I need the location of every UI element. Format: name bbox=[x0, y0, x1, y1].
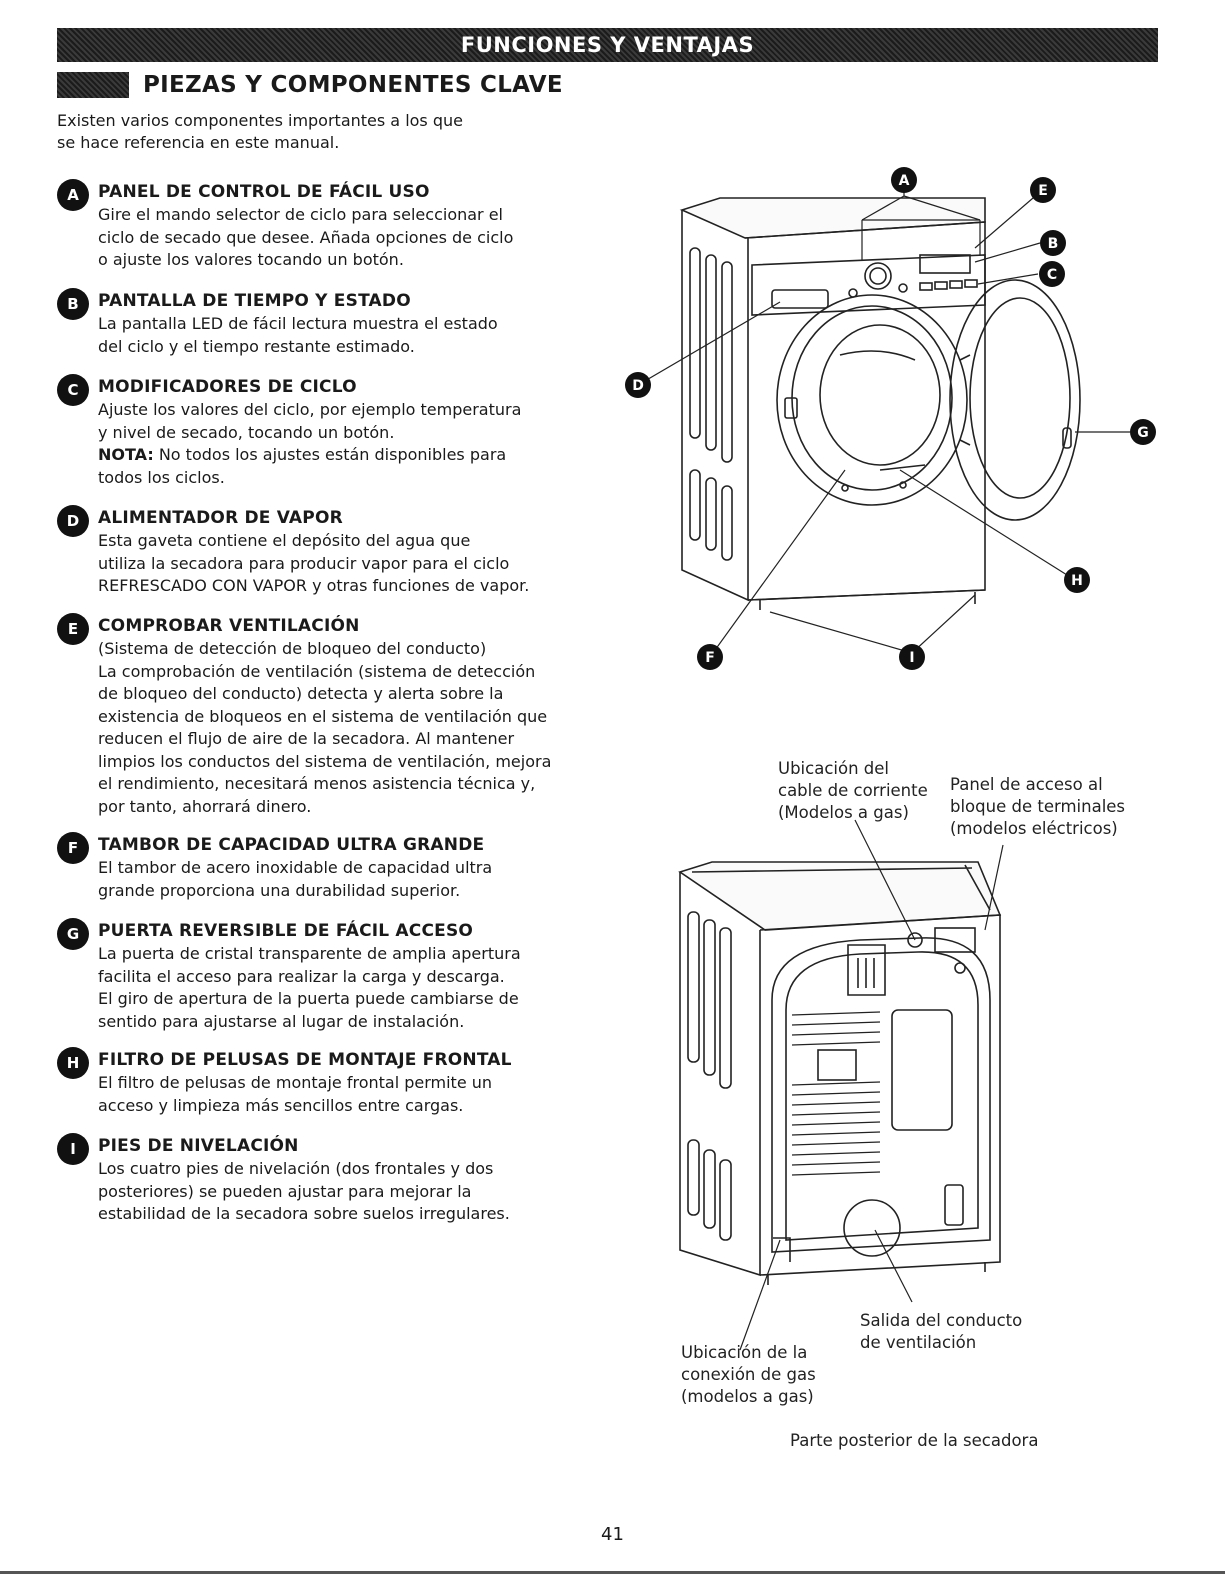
feature-title: TAMBOR DE CAPACIDAD ULTRA GRANDE bbox=[98, 835, 485, 855]
note-label: NOTA: bbox=[98, 445, 154, 464]
feature-title: MODIFICADORES DE CICLO bbox=[98, 377, 357, 397]
callout-i-label-icon: I bbox=[909, 650, 914, 666]
feature-body: Gire el mando selector de ciclo para sel… bbox=[98, 205, 514, 269]
feature-title: COMPROBAR VENTILACIÓN bbox=[98, 616, 360, 636]
feature-title: FILTRO DE PELUSAS DE MONTAJE FRONTAL bbox=[98, 1050, 512, 1070]
terminal-panel-callout: Panel de acceso al bloque de terminales … bbox=[950, 775, 1126, 838]
callout-e-label-icon: E bbox=[1038, 183, 1048, 199]
feature-i: I PIES DE NIVELACIÓN Los cuatro pies de … bbox=[57, 1133, 617, 1226]
callout-g-label-icon: G bbox=[1137, 425, 1149, 441]
feature-body: El filtro de pelusas de montaje frontal … bbox=[98, 1073, 493, 1115]
feature-d: D ALIMENTADOR DE VAPOR Esta gaveta conti… bbox=[57, 505, 617, 598]
bottom-rule bbox=[0, 1571, 1225, 1574]
letter-i-badge-icon: I bbox=[57, 1133, 89, 1165]
feature-b: B PANTALLA DE TIEMPO Y ESTADO La pantall… bbox=[57, 288, 617, 358]
feature-body: La puerta de cristal transparente de amp… bbox=[98, 944, 521, 1031]
feature-a: A PANEL DE CONTROL DE FÁCIL USO Gire el … bbox=[57, 179, 617, 272]
section-title: PIEZAS Y COMPONENTES CLAVE bbox=[143, 72, 563, 98]
rear-view-caption: Parte posterior de la secadora bbox=[790, 1431, 1039, 1450]
feature-title: PIES DE NIVELACIÓN bbox=[98, 1136, 299, 1156]
feature-body: Ajuste los valores del ciclo, por ejempl… bbox=[98, 399, 617, 489]
callout-c-label-icon: C bbox=[1047, 267, 1057, 283]
feature-c: C MODIFICADORES DE CICLO Ajuste los valo… bbox=[57, 374, 617, 489]
feature-e: E COMPROBAR VENTILACIÓN (Sistema de dete… bbox=[57, 613, 617, 818]
exhaust-callout: Salida del conducto de ventilación bbox=[860, 1311, 1023, 1352]
callout-f-label-icon: F bbox=[705, 650, 715, 666]
intro-text: Existen varios componentes importantes a… bbox=[57, 111, 463, 152]
feature-body: (Sistema de detección de bloqueo del con… bbox=[98, 639, 552, 816]
callout-h-label-icon: H bbox=[1071, 573, 1083, 589]
letter-h-badge-icon: H bbox=[57, 1047, 89, 1079]
note-text: No todos los ajustes están disponibles p… bbox=[98, 445, 507, 487]
feature-title: ALIMENTADOR DE VAPOR bbox=[98, 508, 343, 528]
feature-title: PANTALLA DE TIEMPO Y ESTADO bbox=[98, 291, 411, 311]
feature-body: Esta gaveta contiene el depósito del agu… bbox=[98, 531, 530, 595]
feature-g: G PUERTA REVERSIBLE DE FÁCIL ACCESO La p… bbox=[57, 918, 617, 1033]
callout-d-label-icon: D bbox=[632, 378, 644, 394]
page-number: 41 bbox=[601, 1524, 624, 1545]
letter-a-badge-icon: A bbox=[57, 179, 89, 211]
feature-f: F TAMBOR DE CAPACIDAD ULTRA GRANDE El ta… bbox=[57, 832, 617, 902]
feature-h: H FILTRO DE PELUSAS DE MONTAJE FRONTAL E… bbox=[57, 1047, 617, 1117]
letter-b-badge-icon: B bbox=[57, 288, 89, 320]
letter-c-badge-icon: C bbox=[57, 374, 89, 406]
feature-title: PANEL DE CONTROL DE FÁCIL USO bbox=[98, 182, 430, 202]
feature-title: PUERTA REVERSIBLE DE FÁCIL ACCESO bbox=[98, 921, 474, 941]
feature-body: Los cuatro pies de nivelación (dos front… bbox=[98, 1159, 510, 1223]
feature-body: La pantalla LED de fácil lectura muestra… bbox=[98, 314, 498, 356]
power-cord-callout: Ubicación del cable de corriente (Modelo… bbox=[778, 759, 928, 822]
gas-connection-callout: Ubicación de la conexión de gas (modelos… bbox=[681, 1343, 816, 1406]
letter-f-badge-icon: F bbox=[57, 832, 89, 864]
letter-e-badge-icon: E bbox=[57, 613, 89, 645]
callout-a-label-icon: A bbox=[899, 173, 910, 189]
page-banner: FUNCIONES Y VENTAJAS bbox=[57, 28, 1158, 62]
callout-b-label-icon: B bbox=[1048, 236, 1059, 252]
letter-g-badge-icon: G bbox=[57, 918, 89, 950]
feature-body-text: Ajuste los valores del ciclo, por ejempl… bbox=[98, 400, 522, 442]
feature-body: El tambor de acero inoxidable de capacid… bbox=[98, 858, 493, 900]
heading-bar-icon bbox=[57, 72, 129, 98]
section-heading: PIEZAS Y COMPONENTES CLAVE bbox=[57, 70, 563, 100]
letter-d-badge-icon: D bbox=[57, 505, 89, 537]
